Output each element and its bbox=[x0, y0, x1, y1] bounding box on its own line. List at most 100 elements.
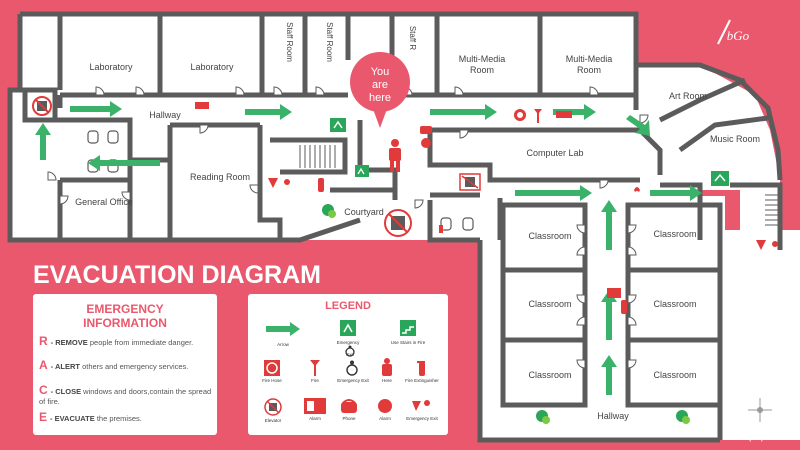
alarm-panel-icon bbox=[607, 288, 621, 298]
logo-text: bGo bbox=[727, 28, 750, 43]
legend-label-phone: Phone bbox=[342, 416, 356, 421]
stairs bbox=[299, 145, 778, 226]
emergency-item-close: C- CLOSE windows and doors,contain the s… bbox=[39, 383, 213, 407]
emergency-text: the premises. bbox=[94, 414, 142, 423]
emergency-text: others and emergency services. bbox=[79, 362, 189, 371]
elevator-icon bbox=[32, 96, 52, 116]
room-art: Art Room bbox=[669, 91, 707, 101]
legend-label-emergency-exit-run: Emergency Exit bbox=[406, 416, 438, 421]
emergency-title: EMERGENCY INFORMATION bbox=[33, 302, 217, 330]
fire-extinguisher-icon bbox=[439, 225, 443, 233]
emergency-title-line2: INFORMATION bbox=[83, 316, 167, 330]
room-staff-1: Staff Room bbox=[285, 22, 294, 62]
arrow-icon bbox=[601, 200, 617, 250]
phone-icon bbox=[420, 126, 432, 134]
stairs-center bbox=[299, 145, 336, 168]
emergency-letter: E bbox=[39, 410, 48, 424]
person-icon bbox=[382, 358, 392, 376]
compass-icon bbox=[748, 398, 772, 422]
emergency-exit-icon bbox=[340, 320, 356, 336]
logo: bGo bbox=[711, 10, 759, 58]
emergency-letter: C bbox=[39, 383, 48, 397]
room-classroom-6: Classroom bbox=[653, 370, 696, 380]
map-icons bbox=[32, 96, 778, 424]
room-computer-lab: Computer Lab bbox=[526, 148, 583, 158]
emergency-letter: A bbox=[39, 358, 48, 372]
arrow-icon bbox=[430, 104, 497, 120]
emergency-text: windows and doors,contain the spread of … bbox=[39, 387, 212, 406]
plant-icon bbox=[676, 410, 690, 424]
legend-label-exit: Exit bbox=[346, 352, 354, 357]
person-icon bbox=[389, 139, 401, 172]
emergency-letter: R bbox=[39, 334, 48, 348]
room-courtyard: Courtyard bbox=[344, 207, 384, 217]
legend-label-arrow: Arrow bbox=[277, 342, 289, 347]
room-staff-2: Staff Room bbox=[325, 22, 334, 62]
emergency-keyword: - EVACUATE bbox=[50, 414, 95, 423]
fire-hose-icon bbox=[264, 360, 280, 376]
room-multimedia-1-line1: Multi-Media bbox=[459, 54, 506, 64]
legend-label-alarm: Alarm bbox=[379, 416, 391, 421]
legend-label-alarm-panel: Alarm bbox=[309, 416, 321, 421]
emergency-text: people from immediate danger. bbox=[87, 338, 194, 347]
arrow-icon bbox=[70, 101, 122, 117]
arrow-icon bbox=[515, 185, 592, 201]
page-title: EVACUATION DIAGRAM bbox=[33, 261, 321, 289]
plant-icon bbox=[536, 410, 550, 424]
emergency-item-alert: A- ALERT others and emergency services. bbox=[39, 358, 213, 372]
emergency-exit-icon bbox=[330, 118, 346, 132]
room-classroom-1: Classroom bbox=[528, 231, 571, 241]
room-classroom-3: Classroom bbox=[528, 370, 571, 380]
room-hallway-bottom: Hallway bbox=[597, 411, 629, 421]
room-labels: Laboratory Laboratory Staff Room Staff R… bbox=[75, 22, 760, 421]
elevator-icon bbox=[264, 398, 282, 416]
room-multimedia-2-line1: Multi-Media bbox=[566, 54, 613, 64]
room-classroom-4: Classroom bbox=[653, 229, 696, 239]
here-label: here bbox=[369, 92, 391, 104]
fire-extinguisher-icon bbox=[417, 361, 425, 376]
fire-extinguisher-icon bbox=[318, 178, 324, 192]
room-classroom-2: Classroom bbox=[528, 299, 571, 309]
running-exit-icon bbox=[268, 178, 290, 188]
emergency-item-evacuate: E- EVACUATE the premises. bbox=[39, 410, 213, 424]
arrow-icon bbox=[266, 322, 300, 336]
room-classroom-5: Classroom bbox=[653, 299, 696, 309]
elevator-icon bbox=[459, 173, 481, 191]
legend-label-fire: Fire bbox=[311, 378, 319, 383]
room-multimedia-2-line2: Room bbox=[577, 65, 601, 75]
arrow-icon bbox=[601, 355, 617, 395]
room-laboratory-1: Laboratory bbox=[89, 62, 133, 72]
stairs-right bbox=[765, 194, 778, 226]
stairs-icon bbox=[400, 320, 416, 336]
fire-hose-icon bbox=[514, 109, 526, 121]
fire-extinguisher-icon bbox=[621, 300, 627, 314]
arrow-icon bbox=[553, 104, 596, 120]
fire-extinguisher-icon bbox=[556, 111, 572, 118]
room-music: Music Room bbox=[710, 134, 760, 144]
running-exit-icon bbox=[756, 240, 778, 250]
emergency-title-line1: EMERGENCY bbox=[86, 302, 164, 316]
building-floor bbox=[10, 14, 800, 440]
room-general-office: General Office bbox=[75, 197, 133, 207]
legend-label-elevator: Elevator bbox=[264, 418, 282, 423]
emergency-item-remove: R- REMOVE people from immediate danger. bbox=[39, 334, 213, 348]
fire-axe-icon bbox=[310, 360, 320, 376]
arrow-icon bbox=[601, 290, 617, 340]
arrow-icon bbox=[88, 155, 160, 171]
legend-card: LEGEND Arrow Emergency Use Stairs in Fir… bbox=[248, 294, 448, 435]
emergency-keyword: - CLOSE bbox=[50, 387, 82, 396]
room-hallway-top: Hallway bbox=[149, 110, 181, 120]
plant-icon bbox=[322, 204, 336, 218]
wheelchair-exit-icon bbox=[346, 360, 358, 376]
phone-number: (400) 555-0550 bbox=[748, 436, 790, 442]
arrow-icon bbox=[650, 185, 702, 201]
you-label: You bbox=[371, 66, 390, 78]
you-are-here-marker: You are here bbox=[350, 52, 410, 172]
phone-icon bbox=[634, 187, 640, 192]
alarm-bell-icon bbox=[421, 138, 431, 148]
phone-icon bbox=[341, 399, 357, 413]
room-staff-3: Staff R bbox=[408, 26, 417, 51]
emergency-exit-icon bbox=[355, 165, 369, 177]
